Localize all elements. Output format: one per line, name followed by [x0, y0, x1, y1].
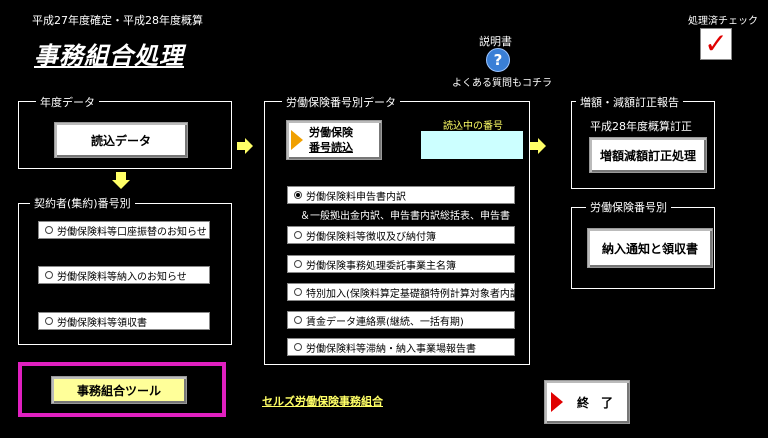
option-label: 賃金データ連絡票(継続、一括有期) — [306, 316, 464, 328]
insurance-option-1-sub: ＆一般拠出金内訳、申告書内訳総括表、申告書 — [300, 211, 510, 222]
option-label: 労働保険料等口座振替のお知らせ — [57, 226, 207, 238]
radio-icon — [294, 260, 302, 268]
help-label: 説明書 — [479, 35, 512, 48]
reading-number-field — [421, 131, 523, 159]
union-tool-button[interactable]: 事務組合ツール — [51, 376, 187, 404]
per-number-frame-label: 労働保険番号別 — [586, 199, 671, 215]
insurance-option-3[interactable]: 労働保険事務処理委託事業主名簿 — [287, 255, 515, 273]
read-number-button[interactable]: 労働保険 番号読込 — [286, 120, 382, 160]
down-arrow-head-icon — [112, 180, 130, 189]
option-label: 労働保険料等領収書 — [57, 317, 147, 329]
payment-notice-button[interactable]: 納入通知と領収書 — [587, 228, 713, 268]
radio-selected-icon — [294, 191, 302, 199]
option-label: 特別加入(保険料算定基礎額特例計算対象者内訳 — [306, 288, 520, 300]
down-arrow-icon — [116, 172, 126, 180]
contractor-frame-label: 契約者(集約)番号別 — [30, 195, 135, 211]
insurance-option-4[interactable]: 特別加入(保険料算定基礎額特例計算対象者内訳 — [287, 283, 520, 301]
year-data-frame — [18, 101, 232, 169]
year-data-frame-label: 年度データ — [36, 94, 99, 110]
insurance-option-1[interactable]: 労働保険料申告書内訳 — [287, 186, 515, 204]
reading-number-label: 読込中の番号 — [443, 121, 503, 132]
option-label: 労働保険料申告書内訳 — [306, 191, 406, 203]
option-label: 労働保険料等徴収及び納付簿 — [306, 231, 436, 243]
correction-frame-label: 増額・減額訂正報告 — [576, 94, 683, 110]
union-link[interactable]: セルズ労働保険事務組合 — [262, 395, 383, 408]
fiscal-year-text: 平成27年度確定・平成28年度概算 — [32, 14, 203, 27]
insurance-option-6[interactable]: 労働保険料等滞納・納入事業場報告書 — [287, 338, 515, 356]
read-button-line1: 労働保険 — [309, 126, 353, 139]
radio-icon — [45, 271, 53, 279]
processed-check-label: 処理済チェック — [688, 16, 758, 27]
right-arrow-head-icon — [245, 138, 253, 154]
option-label: 労働保険料等納入のお知らせ — [57, 271, 187, 283]
option-label: 労働保険料等滞納・納入事業場報告書 — [306, 343, 476, 355]
right-arrow-icon — [237, 142, 245, 150]
contractor-option-1[interactable]: 労働保険料等口座振替のお知らせ — [38, 221, 210, 239]
faq-label[interactable]: よくある質問もコチラ — [452, 78, 552, 89]
processed-checkbox[interactable]: ✓ — [700, 28, 732, 60]
radio-icon — [294, 231, 302, 239]
contractor-option-3[interactable]: 労働保険料等領収書 — [38, 312, 210, 330]
option-label: 労働保険事務処理委託事業主名簿 — [306, 260, 456, 272]
right-arrow-2-head-icon — [538, 138, 546, 154]
insurance-option-5[interactable]: 賃金データ連絡票(継続、一括有期) — [287, 311, 515, 329]
radio-icon — [294, 288, 302, 296]
radio-icon — [45, 317, 53, 325]
insurance-option-2[interactable]: 労働保険料等徴収及び納付簿 — [287, 226, 515, 244]
right-arrow-2-icon — [530, 142, 538, 150]
check-icon: ✓ — [704, 27, 728, 60]
correction-subtitle: 平成28年度概算訂正 — [590, 120, 692, 133]
red-arrow-icon — [551, 392, 563, 412]
load-data-button[interactable]: 読込データ — [54, 122, 188, 158]
orange-arrow-icon — [291, 130, 303, 150]
contractor-option-2[interactable]: 労働保険料等納入のお知らせ — [38, 266, 210, 284]
radio-icon — [294, 343, 302, 351]
correction-button[interactable]: 増額減額訂正処理 — [589, 137, 707, 173]
exit-label: 終 了 — [577, 395, 614, 410]
radio-icon — [45, 226, 53, 234]
tool-highlight-frame — [18, 362, 226, 417]
insurance-data-frame-label: 労働保険番号別データ — [282, 94, 400, 110]
help-icon[interactable]: ? — [486, 48, 510, 72]
radio-icon — [294, 316, 302, 324]
exit-button[interactable]: 終 了 — [544, 380, 630, 424]
page-title: 事務組合処理 — [34, 41, 184, 70]
read-button-line2: 番号読込 — [309, 141, 353, 154]
